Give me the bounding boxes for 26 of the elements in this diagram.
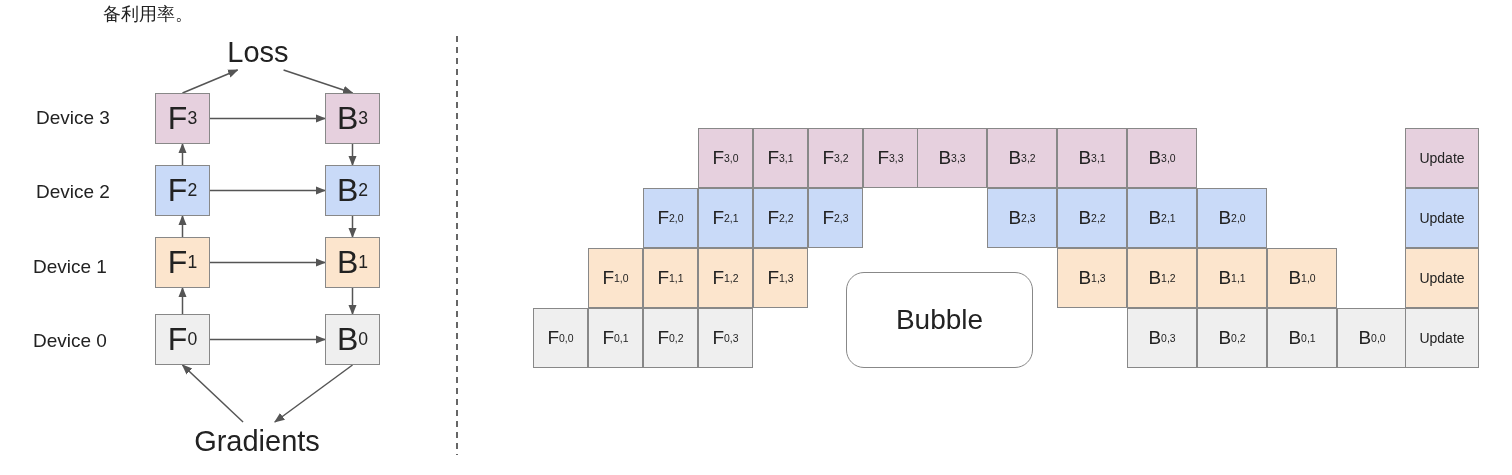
arrow — [181, 69, 239, 94]
gradients-label: Gradients — [184, 422, 330, 460]
device-label: Device 2 — [36, 181, 110, 203]
device-label: Device 0 — [33, 330, 107, 352]
arrow — [274, 364, 354, 423]
arrow — [209, 114, 327, 123]
update-cell: Update — [1405, 128, 1479, 188]
arrow — [181, 364, 244, 423]
arrow — [348, 287, 357, 316]
arrow — [178, 286, 187, 315]
loss-label: Loss — [222, 34, 294, 70]
caption-text: 备利用率。 — [103, 3, 193, 26]
bubble-box: Bubble — [846, 272, 1033, 368]
arrow — [178, 142, 187, 166]
arrow — [209, 186, 327, 195]
update-cell: Update — [1405, 248, 1479, 308]
update-cell: Update — [1405, 308, 1479, 368]
device-label: Device 1 — [33, 256, 107, 278]
arrow — [209, 335, 327, 344]
device-label: Device 3 — [36, 107, 110, 129]
arrow — [348, 215, 357, 239]
arrow — [348, 143, 357, 167]
arrow — [282, 69, 354, 94]
update-cell: Update — [1405, 188, 1479, 248]
arrow — [178, 214, 187, 238]
arrow — [209, 258, 327, 267]
